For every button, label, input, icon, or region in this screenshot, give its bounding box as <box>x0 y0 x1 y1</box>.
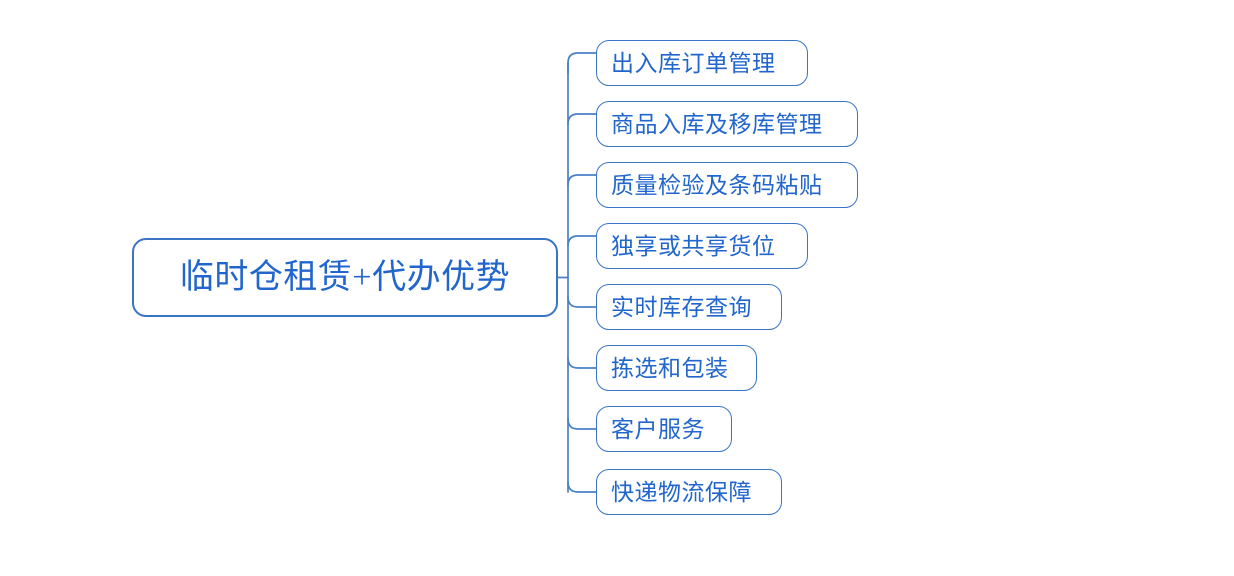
branch-node-5-label: 实时库存查询 <box>611 294 752 320</box>
connector-branch-5 <box>567 296 597 308</box>
branch-node-6[interactable]: 拣选和包装 <box>596 345 757 391</box>
root-node-label: 临时仓租赁+代办优势 <box>179 258 511 296</box>
branch-node-7[interactable]: 客户服务 <box>596 406 732 452</box>
branch-node-6-label: 拣选和包装 <box>611 355 729 381</box>
connector-branch-4 <box>567 235 597 247</box>
branch-node-1[interactable]: 出入库订单管理 <box>596 40 808 86</box>
connector-branch-6 <box>567 357 597 369</box>
branch-node-2[interactable]: 商品入库及移库管理 <box>596 101 858 147</box>
branch-node-4-label: 独享或共享货位 <box>611 233 776 259</box>
branch-node-3-label: 质量检验及条码粘贴 <box>611 172 823 198</box>
branch-node-1-label: 出入库订单管理 <box>611 50 776 76</box>
connector-branch-1 <box>567 52 597 74</box>
branch-node-7-label: 客户服务 <box>611 416 705 442</box>
root-node[interactable]: 临时仓租赁+代办优势 <box>132 238 558 317</box>
branch-node-8-label: 快递物流保障 <box>611 479 752 505</box>
branch-node-2-label: 商品入库及移库管理 <box>611 111 823 137</box>
branch-node-5[interactable]: 实时库存查询 <box>596 284 782 330</box>
branch-node-4[interactable]: 独享或共享货位 <box>596 223 808 269</box>
connector-branch-2 <box>567 113 597 125</box>
connector-branch-7 <box>567 418 597 430</box>
connector-branch-3 <box>567 174 597 186</box>
branch-node-8[interactable]: 快递物流保障 <box>596 469 782 515</box>
branch-node-3[interactable]: 质量检验及条码粘贴 <box>596 162 858 208</box>
connector-branch-8 <box>567 481 597 493</box>
